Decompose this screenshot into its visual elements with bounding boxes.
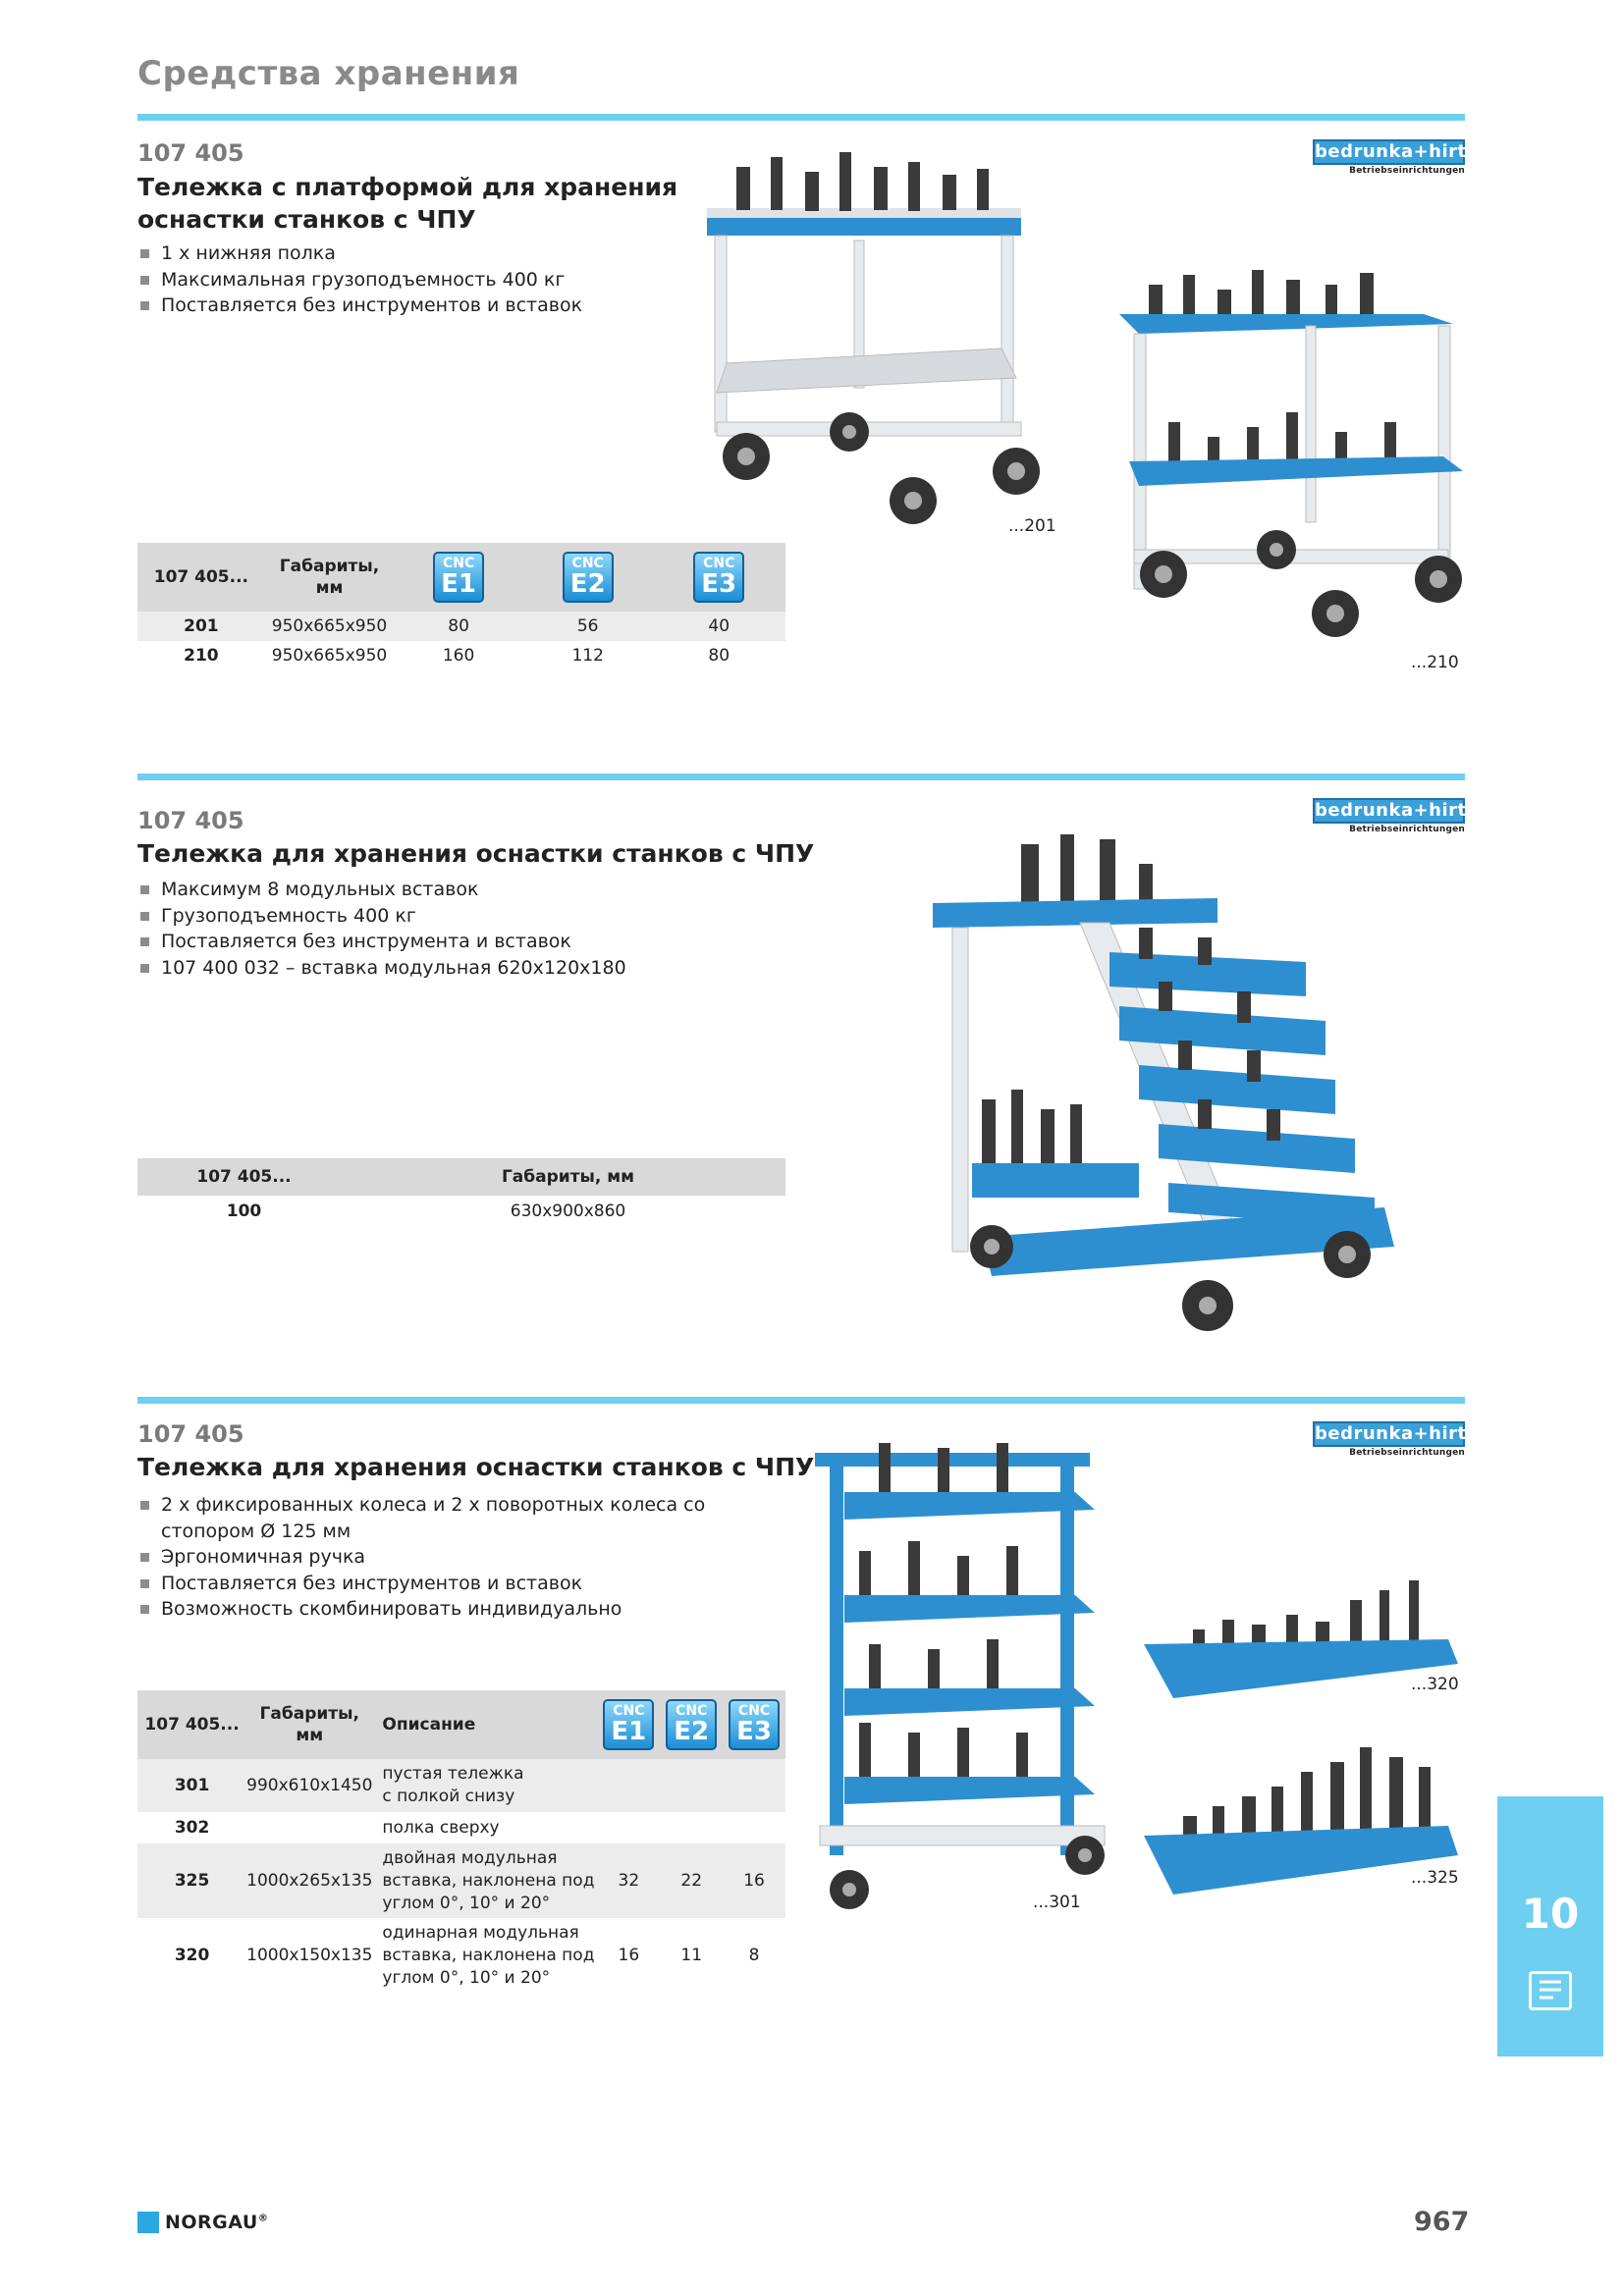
product-title: Тележка с платформой для хранения оснаст…: [137, 173, 678, 234]
brand-logo: bedrunka+hirth Betriebseinrichtungen: [1313, 1421, 1480, 1458]
norgau-logo-icon: [137, 2212, 159, 2233]
chapter-tab[interactable]: 10: [1497, 1796, 1603, 2056]
table-row: 201 950x665x950 80 56 40: [137, 612, 785, 641]
product-title: Тележка для хранения оснастки станков с …: [137, 1453, 815, 1481]
product-features: Максимум 8 модульных вставок Грузоподъем…: [137, 877, 626, 981]
brand-logo: bedrunka+hirth Betriebseinrichtungen: [1313, 139, 1480, 176]
product-features: 2 х фиксированных колеса и 2 х поворотны…: [137, 1492, 705, 1623]
col-article: 107 405...: [137, 1690, 247, 1759]
table-row: 302 полка сверху: [174, 1818, 500, 1838]
insert-325-image: [1144, 1747, 1458, 1895]
feature-item: Максимум 8 модульных вставок: [137, 877, 626, 903]
footer-brand: NORGAU®: [165, 2212, 269, 2233]
section-title: Средства хранения: [137, 54, 520, 93]
insert-320-image: [1144, 1580, 1458, 1698]
col-article: 107 405...: [137, 543, 265, 612]
page-number: 967: [1414, 2207, 1470, 2237]
image-caption: ...301: [1033, 1893, 1081, 1912]
col-dimensions: Габариты,мм: [246, 1690, 373, 1759]
image-caption: ...325: [1411, 1868, 1459, 1888]
section-rule: [137, 114, 1465, 121]
feature-item: 107 400 032 – вставка модульная 620х120х…: [137, 955, 626, 982]
feature-item: 1 х нижняя полка: [137, 240, 582, 267]
cart-100-image: [933, 834, 1394, 1331]
cart-201-image: [707, 152, 1040, 524]
image-caption: ...201: [1008, 516, 1056, 536]
product-code: 107 405: [137, 139, 244, 167]
section-rule: [137, 774, 1465, 780]
feature-item: Поставляется без инструмента и вставок: [137, 929, 626, 955]
chapter-number: 10: [1521, 1890, 1580, 1938]
cart-210-image: [1119, 270, 1463, 637]
col-description: Описание: [372, 1690, 598, 1759]
image-caption: ...210: [1411, 653, 1459, 672]
spec-table: 107 405... Габариты, мм 100 630x900x860: [137, 1158, 785, 1227]
shelf-book-icon: [1529, 1971, 1572, 2010]
feature-item: Поставляется без инструментов и вставок: [137, 293, 582, 319]
col-dimensions: Габариты, мм: [264, 543, 395, 612]
table-row: 210 950x665x950 160 112 80: [184, 646, 730, 666]
col-article: 107 405...: [137, 1158, 351, 1196]
section-rule: [137, 1397, 1465, 1404]
product-code: 107 405: [137, 807, 244, 834]
image-caption: ...320: [1411, 1675, 1459, 1694]
col-dimensions: Габариты, мм: [351, 1158, 785, 1196]
product-title: Тележка для хранения оснастки станков с …: [137, 839, 815, 868]
table-row: 100 630x900x860: [226, 1201, 626, 1221]
feature-item: Поставляется без инструментов и вставок: [137, 1571, 705, 1597]
feature-item: Эргономичная ручка: [137, 1544, 705, 1571]
feature-item: 2 х фиксированных колеса и 2 х поворотны…: [137, 1492, 705, 1544]
feature-item: Грузоподъемность 400 кг: [137, 903, 626, 930]
product-code: 107 405: [137, 1420, 244, 1448]
brand-logo: bedrunka+hirth Betriebseinrichtungen: [1313, 798, 1480, 834]
product-features: 1 х нижняя полка Максимальная грузоподъе…: [137, 240, 582, 319]
feature-item: Максимальная грузоподъемность 400 кг: [137, 267, 582, 294]
cart-301-image: [815, 1443, 1106, 1909]
feature-item: Возможность скомбинировать индивидуально: [137, 1596, 705, 1623]
